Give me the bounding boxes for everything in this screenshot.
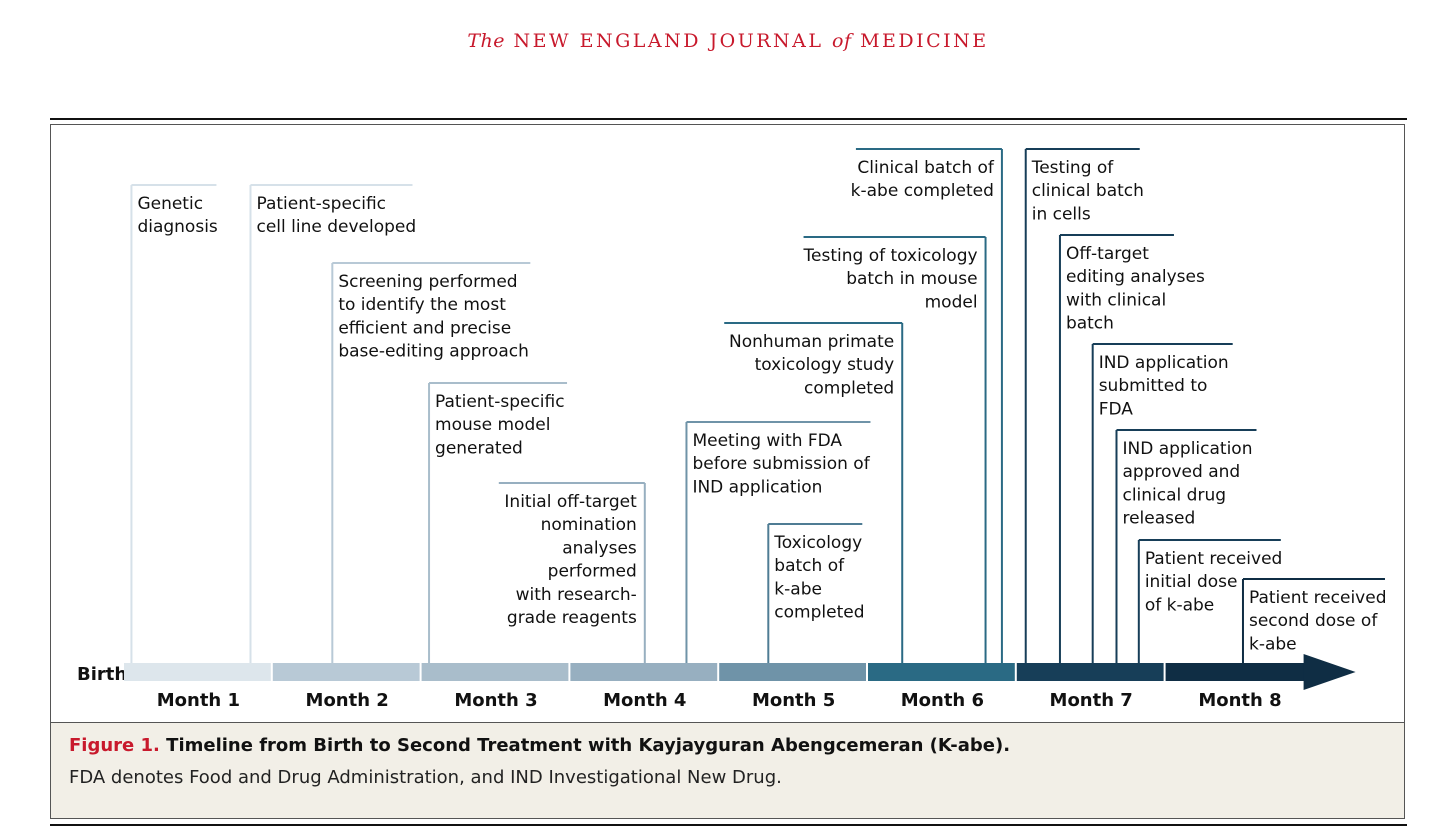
milestone-label: Patient received bbox=[1249, 588, 1387, 608]
milestone-label: model bbox=[925, 292, 978, 312]
figure-frame bbox=[50, 124, 1405, 819]
month-label: Month 8 bbox=[1198, 690, 1281, 711]
milestone-label: nomination bbox=[541, 515, 637, 535]
milestone-label: k-abe bbox=[774, 579, 822, 599]
milestone-label: IND application bbox=[692, 477, 822, 497]
month-label: Month 1 bbox=[157, 690, 240, 711]
milestone-label: performed bbox=[548, 562, 637, 582]
figure-note: FDA denotes Food and Drug Administration… bbox=[69, 767, 782, 788]
milestone-label: k-abe completed bbox=[851, 181, 994, 201]
milestone-label: batch bbox=[1066, 314, 1114, 334]
milestone-label: clinical batch bbox=[1032, 181, 1144, 201]
month-label: Month 7 bbox=[1050, 690, 1133, 711]
milestone-label: with research- bbox=[516, 585, 637, 605]
milestone-label: Initial off-target bbox=[504, 492, 637, 512]
month-label: Month 6 bbox=[901, 690, 984, 711]
milestone-label: generated bbox=[435, 438, 523, 458]
journal-header-of: of bbox=[832, 30, 852, 52]
milestone-label: Off-target bbox=[1066, 244, 1149, 264]
milestone-label: mouse model bbox=[435, 415, 550, 435]
milestone-label: Genetic bbox=[137, 194, 203, 214]
milestone-label: Patient-specific bbox=[256, 194, 386, 214]
milestone-label: with clinical bbox=[1066, 290, 1166, 310]
milestone-label: second dose of bbox=[1249, 611, 1378, 631]
milestone-label: editing analyses bbox=[1066, 267, 1205, 287]
caption-title-line: Figure 1. Timeline from Birth to Second … bbox=[69, 735, 1404, 756]
journal-header-name-b: MEDICINE bbox=[860, 30, 989, 52]
milestone-label: k-abe bbox=[1249, 634, 1297, 654]
month-segment bbox=[1016, 663, 1164, 681]
milestone-label: IND application bbox=[1099, 353, 1229, 373]
milestone-label: released bbox=[1122, 509, 1195, 529]
milestone-label: clinical drug bbox=[1122, 485, 1226, 505]
figure-title: Timeline from Birth to Second Treatment … bbox=[166, 735, 1011, 756]
milestone-label: diagnosis bbox=[137, 217, 217, 237]
milestone-label: approved and bbox=[1122, 462, 1240, 482]
milestone-label: base-editing approach bbox=[338, 342, 529, 362]
milestone-label: grade reagents bbox=[507, 608, 637, 628]
milestone-label: to identify the most bbox=[338, 295, 506, 315]
milestone-label: in cells bbox=[1032, 204, 1091, 224]
milestone-label: submitted to bbox=[1099, 376, 1208, 396]
figure-caption: Figure 1. Timeline from Birth to Second … bbox=[51, 722, 1404, 818]
timeline-arrowhead bbox=[1303, 654, 1356, 690]
milestone-label: Patient-specific bbox=[435, 392, 565, 412]
month-label: Month 4 bbox=[603, 690, 686, 711]
month-segment bbox=[719, 663, 866, 681]
month-segment bbox=[272, 663, 420, 681]
milestone-label: Nonhuman primate bbox=[729, 332, 894, 352]
milestone-label: batch in mouse bbox=[846, 269, 977, 289]
month-segment bbox=[570, 663, 718, 681]
month-segment bbox=[868, 663, 1015, 681]
milestone-label: of k-abe bbox=[1145, 595, 1214, 615]
milestone-label: IND application bbox=[1122, 439, 1252, 459]
journal-header-the: The bbox=[467, 30, 505, 52]
month-label: Month 2 bbox=[306, 690, 389, 711]
milestone-label: cell line developed bbox=[256, 217, 416, 237]
milestone-label: initial dose bbox=[1145, 572, 1238, 592]
milestone-label: completed bbox=[774, 603, 864, 623]
milestone-label: efficient and precise bbox=[338, 318, 511, 338]
milestone-label: Patient received bbox=[1145, 549, 1283, 569]
month-label: Month 3 bbox=[454, 690, 537, 711]
milestone-label: Toxicology bbox=[773, 533, 862, 553]
milestone-label: Screening performed bbox=[338, 272, 517, 292]
milestone-label: FDA bbox=[1099, 399, 1134, 419]
journal-header: The NEW ENGLAND JOURNAL of MEDICINE bbox=[0, 30, 1456, 52]
month-segment bbox=[1165, 663, 1306, 681]
birth-label: Birth bbox=[77, 664, 127, 685]
milestone-label: toxicology study bbox=[755, 355, 895, 375]
month-label: Month 5 bbox=[752, 690, 835, 711]
figure-label: Figure 1. bbox=[69, 735, 160, 756]
milestone-label: Testing of bbox=[1031, 158, 1115, 178]
month-segment bbox=[124, 663, 271, 681]
milestone-label: batch of bbox=[774, 556, 845, 576]
milestone-label: Clinical batch of bbox=[857, 158, 995, 178]
top-rule bbox=[50, 118, 1407, 120]
bottom-rule bbox=[50, 824, 1407, 826]
milestone-label: before submission of bbox=[692, 454, 870, 474]
month-segment bbox=[421, 663, 569, 681]
milestone-label: completed bbox=[804, 378, 894, 398]
journal-header-name-a: NEW ENGLAND JOURNAL bbox=[513, 30, 824, 52]
milestone-label: Meeting with FDA bbox=[692, 431, 842, 451]
milestone-label: Testing of toxicology bbox=[803, 246, 978, 266]
milestone-label: analyses bbox=[562, 538, 637, 558]
